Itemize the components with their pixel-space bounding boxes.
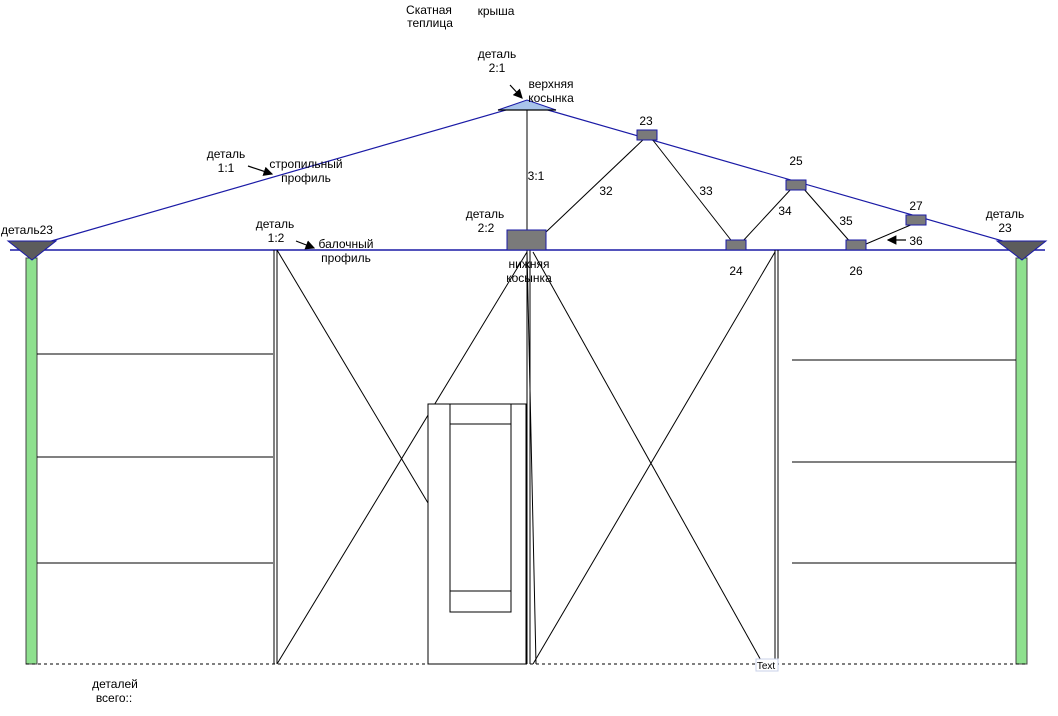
brace-5 [526, 251, 537, 665]
left-corner-gusset [6, 240, 58, 261]
num-34: 34 [778, 204, 792, 218]
detail-2-1-line1: деталь [478, 47, 517, 61]
num-33: 33 [699, 184, 713, 198]
num-24: 24 [729, 264, 743, 278]
top-gusset-line1: верхняя [528, 77, 573, 91]
num-35: 35 [839, 214, 853, 228]
rafter-profile-line1: стропильный [269, 157, 342, 171]
node-23 [636, 129, 658, 141]
brace-4 [532, 251, 764, 665]
left-rafter-line [33, 103, 528, 247]
node-25 [785, 179, 807, 191]
beam-profile-line1: балочный [318, 237, 373, 251]
title-line-2: теплица [407, 16, 453, 30]
door-panel [449, 403, 512, 613]
num-23: 23 [639, 114, 653, 128]
arrow-rafter-profile [247, 165, 274, 176]
rafter-profile-line2: профиль [281, 171, 331, 185]
bottom-gusset [506, 229, 547, 251]
top-gusset-line2: косынка [528, 91, 574, 105]
title-roof: крыша [478, 4, 515, 18]
member-35 [802, 187, 853, 245]
detail-1-2-line2: 1:2 [268, 231, 285, 245]
detail-1-1-line2: 1:1 [218, 161, 235, 175]
node-27 [905, 214, 927, 226]
num-26: 26 [849, 264, 863, 278]
detail-right-23-line1: деталь [986, 207, 1025, 221]
total-line2: всего:: [96, 691, 132, 705]
beam-profile-line2: профиль [321, 251, 371, 265]
text-box [755, 658, 779, 672]
member-32 [545, 136, 647, 233]
num-27: 27 [909, 199, 923, 213]
bottom-gusset-line1: нижняя [509, 257, 550, 271]
detail-2-1-line2: 2:1 [489, 61, 506, 75]
title-line-1: Скатная [406, 3, 452, 17]
num-25: 25 [789, 154, 803, 168]
brace-1 [276, 249, 429, 504]
detail-1-2-line1: деталь [256, 217, 295, 231]
brace-2 [276, 251, 528, 665]
arrow-beam-profile [295, 240, 316, 250]
detail-2-2-line2: 2:2 [478, 221, 495, 235]
right-corner-post [1015, 257, 1028, 665]
num-36: 36 [909, 234, 923, 248]
member-34 [741, 187, 793, 243]
node-26 [845, 239, 867, 251]
node-24 [725, 239, 747, 251]
right-rafter-line [526, 103, 1021, 247]
detail-2-2-line1: деталь [466, 207, 505, 221]
total-line1: деталей [92, 677, 138, 691]
arrow-top-gusset [509, 84, 523, 99]
bottom-gusset-line2: косынка [506, 271, 552, 285]
ratio-3-1: 3:1 [528, 169, 545, 183]
member-36 [865, 223, 914, 245]
brace-3 [532, 251, 776, 665]
detail-right-23-line2: 23 [998, 221, 1012, 235]
member-33 [651, 138, 735, 245]
right-corner-gusset [995, 240, 1048, 261]
text-box-label: Text [757, 661, 776, 672]
detail-left-23: деталь23 [1, 223, 53, 237]
num-32: 32 [599, 184, 613, 198]
left-corner-post [25, 257, 38, 665]
door-frame [427, 403, 527, 665]
detail-1-1-line1: деталь [207, 147, 246, 161]
